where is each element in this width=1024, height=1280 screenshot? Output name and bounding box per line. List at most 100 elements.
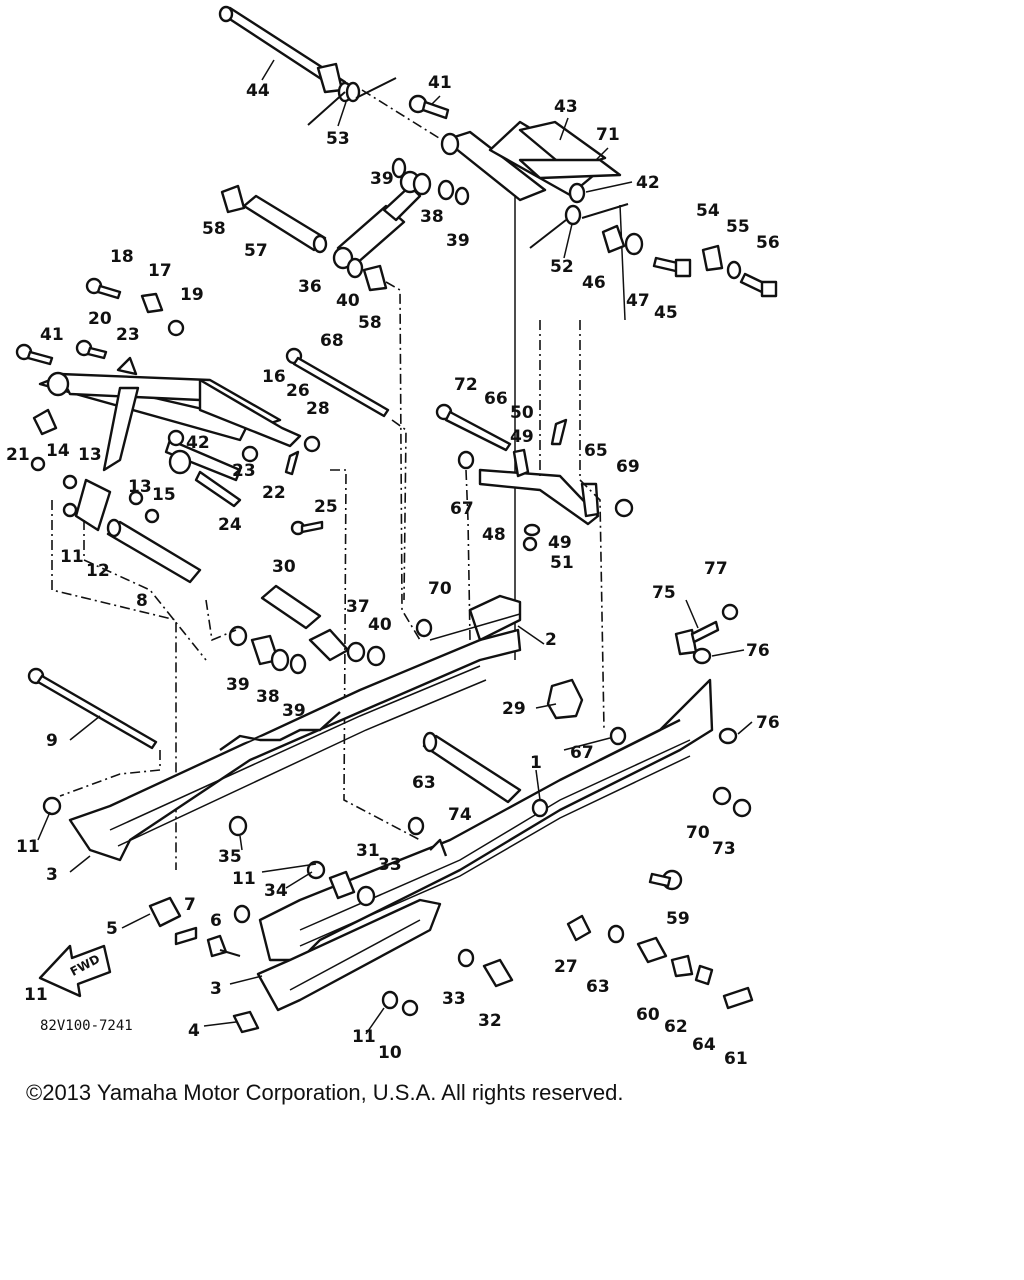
callout-68: 68: [320, 331, 344, 351]
bolt-68: [285, 347, 407, 601]
callout-12: 12: [86, 561, 110, 581]
washer-39-38-mid: [228, 625, 307, 675]
callout-1: 1: [530, 753, 542, 773]
callout-19: 19: [180, 285, 204, 305]
callout-48: 48: [482, 525, 506, 545]
callout-29: 29: [502, 699, 526, 719]
callout-58: 58: [358, 313, 382, 333]
callout-74: 74: [448, 805, 472, 825]
bushing-42-52: [529, 182, 629, 249]
callout-42: 42: [186, 433, 210, 453]
callout-41: 41: [428, 73, 452, 93]
shaft-74: [422, 731, 522, 804]
bolt-41-top: [408, 94, 450, 120]
callout-62: 62: [664, 1017, 688, 1037]
bushing-47: [624, 232, 644, 256]
callout-39: 39: [226, 675, 250, 695]
bolt-56: [739, 272, 778, 298]
callout-42: 42: [636, 173, 660, 193]
callout-33: 33: [378, 855, 402, 875]
callout-32: 32: [478, 1011, 502, 1031]
callout-22: 22: [262, 483, 286, 503]
callout-14: 14: [46, 441, 70, 461]
callout-70: 70: [428, 579, 452, 599]
callout-53: 53: [326, 129, 350, 149]
collar-46: [601, 224, 626, 254]
upper-arm-43: [440, 120, 626, 660]
callout-10: 10: [378, 1043, 402, 1063]
callout-43: 43: [554, 97, 578, 117]
collar-30: [260, 584, 322, 630]
callout-63: 63: [586, 977, 610, 997]
bolt-9: [27, 667, 161, 797]
shaft-44: [218, 5, 347, 94]
callout-26: 26: [286, 381, 310, 401]
washer-39-38-top: [391, 157, 470, 206]
callout-47: 47: [626, 291, 650, 311]
leader-lines: [37, 59, 753, 1035]
callout-39: 39: [370, 169, 394, 189]
callout-28: 28: [306, 399, 330, 419]
callout-2: 2: [545, 630, 557, 650]
callout-38: 38: [420, 207, 444, 227]
small-parts-front-arm: [15, 277, 324, 536]
callout-6: 6: [210, 911, 222, 931]
callout-13: 13: [128, 477, 152, 497]
callout-56: 56: [756, 233, 780, 253]
callout-11: 11: [232, 869, 256, 889]
callout-21: 21: [6, 445, 30, 465]
callout-44: 44: [246, 81, 270, 101]
bushing-53: [307, 77, 397, 126]
callout-23: 23: [116, 325, 140, 345]
callout-38: 38: [256, 687, 280, 707]
callout-25: 25: [314, 497, 338, 517]
callout-57: 57: [244, 241, 268, 261]
callout-67: 67: [570, 743, 594, 763]
callout-3: 3: [210, 979, 222, 999]
callout-8: 8: [136, 591, 148, 611]
callout-39: 39: [446, 231, 470, 251]
cap-54: [701, 244, 724, 272]
callout-60: 60: [636, 1005, 660, 1025]
callout-31: 31: [356, 841, 380, 861]
callout-4: 4: [188, 1021, 200, 1041]
copyright-notice: ©2013 Yamaha Motor Corporation, U.S.A. A…: [26, 1080, 624, 1105]
callout-11: 11: [16, 837, 40, 857]
callout-76: 76: [756, 713, 780, 733]
callout-34: 34: [264, 881, 288, 901]
callout-50: 50: [510, 403, 534, 423]
callout-41: 41: [40, 325, 64, 345]
callout-39: 39: [282, 701, 306, 721]
callout-76: 76: [746, 641, 770, 661]
rail-2: [429, 594, 522, 642]
callout-52: 52: [550, 257, 574, 277]
callout-37: 37: [346, 597, 370, 617]
callout-27: 27: [554, 957, 578, 977]
callout-67: 67: [450, 499, 474, 519]
callout-61: 61: [724, 1049, 748, 1069]
washers-63-70: [407, 618, 549, 836]
callout-69: 69: [616, 457, 640, 477]
callout-40: 40: [336, 291, 360, 311]
callout-75: 75: [652, 583, 676, 603]
callout-64: 64: [692, 1035, 716, 1055]
callout-13: 13: [78, 445, 102, 465]
callout-49: 49: [548, 533, 572, 553]
callout-71: 71: [596, 125, 620, 145]
forward-arrow-icon: [38, 944, 112, 998]
collar-37: [308, 628, 386, 667]
shaft-57: [220, 184, 328, 254]
callout-3: 3: [46, 865, 58, 885]
front-arm-16: [38, 371, 302, 532]
shaft-8: [106, 518, 202, 584]
callout-58: 58: [202, 219, 226, 239]
rear-right-hardware: [566, 603, 754, 1010]
washer-55: [726, 260, 742, 280]
parts-65-72: [435, 320, 634, 731]
callout-16: 16: [262, 367, 286, 387]
parts-31-35: [228, 815, 514, 1017]
callout-35: 35: [218, 847, 242, 867]
callout-11: 11: [60, 547, 84, 567]
callout-55: 55: [726, 217, 750, 237]
